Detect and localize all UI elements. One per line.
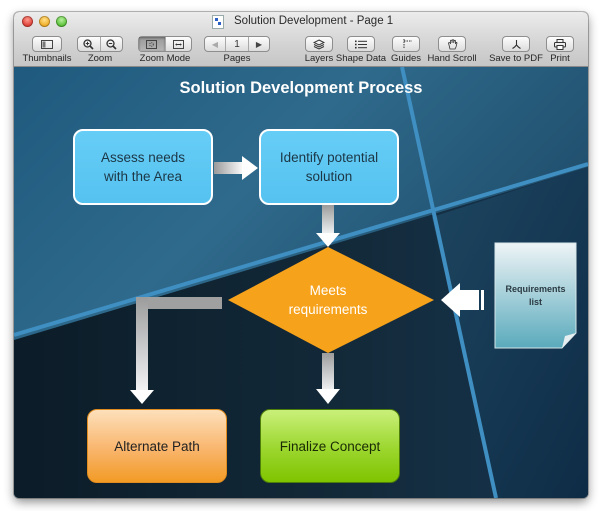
zoom-out-button[interactable] (101, 37, 123, 51)
print-button[interactable] (546, 36, 574, 52)
arrow-decision-to-finalize (316, 353, 340, 404)
decision-diamond (228, 247, 434, 353)
zoom-label: Zoom (87, 53, 113, 64)
title-bar: Solution Development - Page 1 Thumbnails… (14, 12, 588, 67)
layers-button[interactable] (305, 36, 333, 52)
node-finalize-label: Finalize Concept (279, 438, 381, 454)
fit-page-button[interactable] (139, 37, 166, 51)
requirements-line2: list (528, 297, 542, 307)
thumbnails-button[interactable] (32, 36, 62, 52)
list-icon (348, 37, 374, 51)
shape-data-button[interactable] (347, 36, 375, 52)
next-page-button[interactable]: ▶ (249, 37, 269, 51)
arrow-assess-to-identify (214, 156, 258, 180)
pages-label: Pages (223, 53, 251, 64)
zoom-out-icon (106, 38, 117, 50)
diagram-canvas[interactable]: Solution Development Process Assess need… (14, 67, 588, 498)
pages-control: ◀ 1 ▶ (204, 36, 270, 52)
requirements-label: Requirements list (495, 283, 576, 309)
decision-label: Meets requirements (258, 281, 398, 319)
decision-line2: requirements (288, 302, 368, 317)
zoom-in-button[interactable] (78, 37, 101, 51)
print-label: Print (550, 53, 570, 64)
save-to-pdf-button[interactable] (502, 36, 530, 52)
arrow-decision-to-alternate (130, 297, 222, 404)
save-to-pdf-label: Save to PDF (489, 53, 543, 64)
previous-page-button[interactable]: ◀ (205, 37, 226, 51)
zoom-control (77, 36, 123, 52)
fit-page-icon (146, 39, 158, 49)
fit-width-icon (172, 39, 184, 49)
requirements-document (494, 242, 577, 349)
node-identify-line2: solution (305, 169, 353, 184)
guides-icon (393, 37, 419, 51)
decision-line1: Meets (309, 283, 347, 298)
triangle-left-icon: ◀ (211, 39, 219, 49)
node-finalize-concept[interactable]: Finalize Concept (260, 409, 400, 483)
requirements-line1: Requirements (505, 284, 566, 294)
node-assess-line1: Assess needs (100, 150, 186, 165)
shape-data-label: Shape Data (335, 53, 387, 64)
node-alternate-path[interactable]: Alternate Path (87, 409, 227, 483)
node-identify-line1: Identify potential (279, 150, 379, 165)
hand-icon (439, 37, 465, 51)
layers-label: Layers (304, 53, 334, 64)
zoom-window-button[interactable] (56, 16, 67, 27)
pdf-icon (503, 37, 529, 51)
node-assess-needs[interactable]: Assess needs with the Area (73, 129, 213, 205)
hand-scroll-button[interactable] (438, 36, 466, 52)
window-title: Solution Development - Page 1 (234, 15, 394, 27)
layers-icon (306, 37, 332, 51)
node-identify-solution[interactable]: Identify potential solution (259, 129, 399, 205)
fit-width-button[interactable] (166, 37, 192, 51)
sidebar-icon (33, 37, 61, 51)
arrow-identify-to-decision (316, 205, 340, 247)
app-window: Solution Development - Page 1 Thumbnails… (14, 12, 588, 498)
document-icon (212, 15, 224, 29)
thumbnails-label: Thumbnails (22, 53, 72, 64)
arrow-requirements-to-decision (441, 283, 484, 317)
minimize-button[interactable] (39, 16, 50, 27)
page-number-field[interactable]: 1 (226, 37, 249, 51)
diagram-title: Solution Development Process (179, 79, 423, 97)
node-assess-line2: with the Area (103, 169, 183, 184)
close-button[interactable] (22, 16, 33, 27)
triangle-right-icon: ▶ (255, 39, 263, 49)
hand-scroll-label: Hand Scroll (427, 53, 477, 64)
guides-label: Guides (390, 53, 422, 64)
node-alternate-label: Alternate Path (114, 438, 200, 454)
printer-icon (547, 37, 573, 51)
zoom-in-icon (83, 38, 94, 50)
zoom-mode-control (138, 36, 192, 52)
zoom-mode-label: Zoom Mode (139, 53, 191, 64)
guides-button[interactable] (392, 36, 420, 52)
